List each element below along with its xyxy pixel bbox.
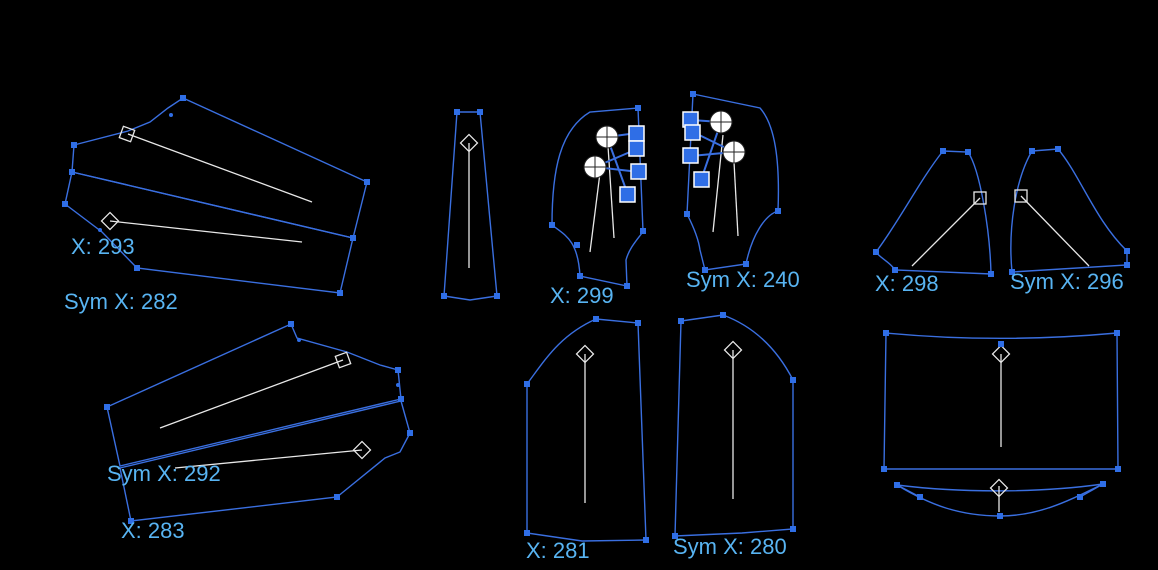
piece-outline (443, 111, 498, 301)
label-shoulder-x: X: 298 (875, 271, 939, 296)
grainline (733, 161, 739, 237)
control-points[interactable] (881, 330, 1121, 472)
piece-outline (896, 483, 1104, 517)
pattern-piece-shoulder-left[interactable] (873, 148, 994, 277)
control-points[interactable] (441, 109, 500, 299)
pattern-piece-panel-front[interactable] (524, 316, 649, 543)
grain-marker[interactable] (973, 191, 987, 205)
grainline (174, 449, 363, 469)
label-sleeve-bottom-x: X: 283 (121, 518, 185, 543)
control-points[interactable] (104, 321, 413, 524)
grain-marker[interactable] (352, 440, 372, 460)
selected-points[interactable] (682, 111, 710, 188)
pattern-piece-shoulder-right[interactable] (1009, 146, 1130, 275)
pattern-piece-strip[interactable] (441, 109, 500, 301)
pattern-piece-sleeve-upper[interactable] (62, 95, 370, 296)
pattern-piece-band[interactable] (881, 330, 1121, 472)
pattern-piece-panel-back[interactable] (672, 312, 796, 539)
label-panel-front-x: X: 281 (526, 538, 590, 563)
grainline (712, 134, 724, 233)
grain-marker[interactable] (723, 340, 743, 360)
pattern-piece-front-left[interactable] (549, 105, 647, 289)
selected-points[interactable] (619, 125, 647, 203)
control-points[interactable] (672, 312, 796, 539)
grain-marker[interactable] (1014, 189, 1028, 203)
label-sleeve-top-sym: Sym X: 282 (64, 289, 178, 314)
piece-outline (896, 483, 1104, 498)
label-sleeve-bottom-sym: Sym X: 292 (107, 461, 221, 486)
piece-outline (64, 171, 354, 294)
control-points[interactable] (549, 105, 646, 289)
label-front-narrow-sym: Sym X: 240 (686, 267, 800, 292)
grain-marker[interactable] (100, 211, 120, 231)
control-points[interactable] (894, 481, 1106, 519)
label-sleeve-top-x: X: 293 (71, 234, 135, 259)
label-panel-back-sym: Sym X: 280 (673, 534, 787, 559)
label-shoulder-sym: Sym X: 296 (1010, 269, 1124, 294)
pattern-piece-collar[interactable] (894, 478, 1106, 519)
grain-marker[interactable] (991, 344, 1011, 364)
dart-circles[interactable] (709, 110, 746, 164)
piece-outline (686, 93, 780, 271)
pattern-piece-front-right[interactable] (682, 91, 781, 273)
piece-outline (1010, 148, 1128, 273)
piece-outline (674, 314, 794, 537)
piece-outline (551, 107, 644, 287)
label-front-narrow-x: X: 299 (550, 283, 614, 308)
grain-marker[interactable] (575, 344, 595, 364)
grain-marker[interactable] (989, 478, 1009, 498)
grain-marker[interactable] (334, 351, 352, 369)
pattern-piece-sleeve-lower[interactable] (104, 321, 413, 524)
grainline (109, 220, 303, 243)
dart-circles[interactable] (583, 125, 619, 179)
piece-outline (106, 323, 402, 467)
control-points[interactable] (524, 316, 649, 543)
control-points[interactable] (1009, 146, 1130, 275)
piece-outline (119, 400, 411, 522)
grain-marker[interactable] (459, 133, 479, 153)
grainline (127, 133, 313, 203)
grainline (1020, 195, 1090, 267)
piece-outline (875, 150, 992, 275)
control-points[interactable] (873, 148, 994, 277)
grainline (911, 197, 981, 267)
control-points[interactable] (684, 91, 781, 273)
grainline (589, 164, 602, 253)
control-points[interactable] (62, 95, 370, 296)
piece-outline (526, 318, 647, 542)
grainline (159, 359, 344, 429)
grain-marker[interactable] (118, 125, 136, 143)
